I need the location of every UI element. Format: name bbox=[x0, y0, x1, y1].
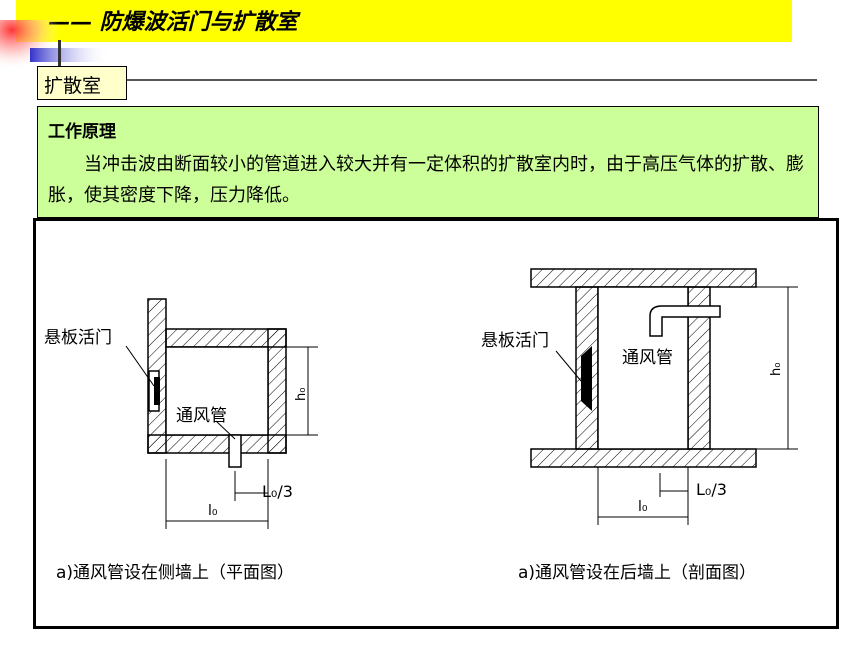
fig-a-pipe-label: 通风管 bbox=[176, 406, 227, 426]
figure-b: 悬板活门 通风管 h₀ l₀ L₀/3 a)通风管设在后墙上（剖面图） bbox=[481, 268, 798, 583]
fig-b-dim-l: l₀ bbox=[638, 499, 648, 515]
page-title: —— 防爆波活门与扩散室 bbox=[48, 9, 298, 35]
fig-b-caption: a)通风管设在后墙上（剖面图） bbox=[518, 563, 756, 583]
fig-a-dim-h: h₀ bbox=[294, 388, 309, 401]
fig-a-dim-l: l₀ bbox=[208, 503, 218, 519]
principle-box: 工作原理 当冲击波由断面较小的管道进入较大并有一定体积的扩散室内时，由于高压气体… bbox=[37, 106, 819, 218]
principle-body: 当冲击波由断面较小的管道进入较大并有一定体积的扩散室内时，由于高压气体的扩散、膨… bbox=[48, 154, 804, 206]
fig-b-valve-label: 悬板活门 bbox=[481, 331, 549, 351]
fig-a-dim-l3: L₀/3 bbox=[262, 482, 293, 501]
fig-b-dim-l3: L₀/3 bbox=[696, 480, 727, 499]
figure-box: 悬板活门 通风管 h₀ l₀ L₀/3 a)通风管设在侧墙上（平面图） bbox=[33, 218, 839, 629]
fig-a-caption: a)通风管设在侧墙上（平面图） bbox=[56, 563, 294, 583]
divider bbox=[127, 79, 817, 81]
principle-title: 工作原理 bbox=[48, 122, 116, 142]
section-tag: 扩散室 bbox=[37, 66, 127, 100]
fig-b-dim-h: h₀ bbox=[769, 363, 784, 376]
section-tag-label: 扩散室 bbox=[44, 75, 102, 97]
corner-decoration bbox=[0, 20, 110, 80]
fig-a-valve-label: 悬板活门 bbox=[44, 328, 112, 348]
fig-b-pipe-label: 通风管 bbox=[622, 348, 673, 368]
figure-a: 悬板活门 通风管 h₀ l₀ L₀/3 a)通风管设在侧墙上（平面图） bbox=[44, 298, 318, 583]
title-bar: —— 防爆波活门与扩散室 bbox=[16, 0, 792, 42]
figure-drawing: 悬板活门 通风管 h₀ l₀ L₀/3 a)通风管设在侧墙上（平面图） bbox=[44, 268, 798, 583]
